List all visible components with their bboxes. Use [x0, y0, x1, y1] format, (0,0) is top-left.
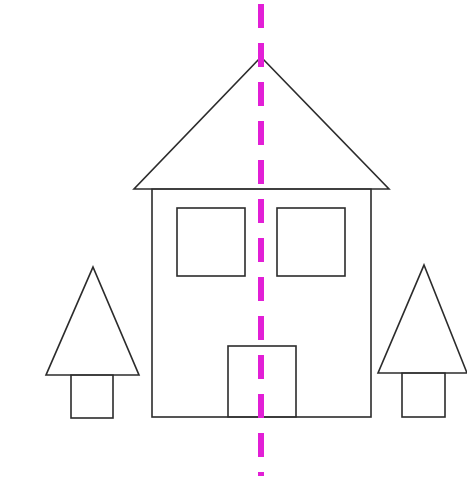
house-body — [152, 189, 371, 417]
left-tree — [46, 267, 139, 418]
right-window — [277, 208, 345, 276]
right-tree-crown — [378, 265, 467, 373]
left-window — [177, 208, 245, 276]
right-tree — [378, 265, 467, 417]
left-tree-trunk — [71, 375, 113, 418]
right-tree-trunk — [402, 373, 445, 417]
left-tree-crown — [46, 267, 139, 375]
